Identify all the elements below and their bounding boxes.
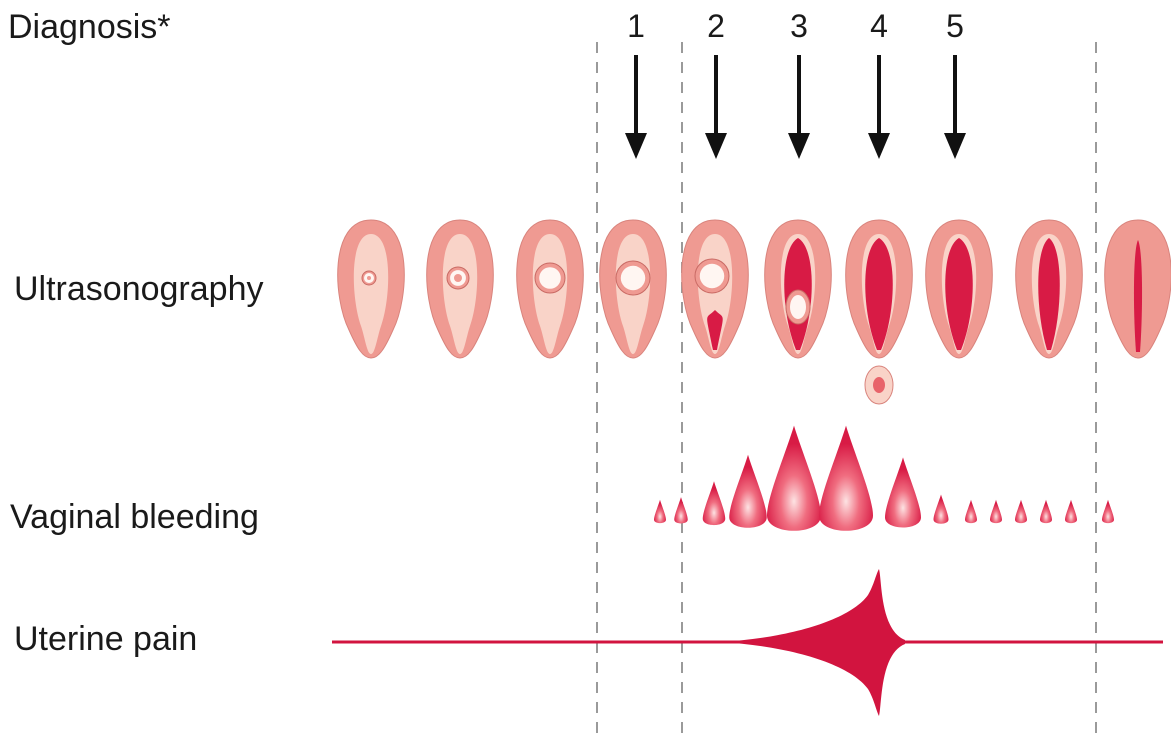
blood-drop-7: [885, 457, 921, 527]
uterus-2: [427, 220, 494, 358]
gestational-embryo: [367, 276, 371, 280]
stage-number-2: 2: [707, 8, 725, 44]
uterus-4: [600, 220, 667, 358]
blood-drop-3: [703, 481, 726, 525]
uterus-9: [1016, 220, 1083, 358]
stage-number-4: 4: [870, 8, 888, 44]
gestational-embryo: [454, 274, 462, 282]
blood-drop-8: [934, 495, 949, 524]
blood-drop-12: [1040, 500, 1052, 523]
stage-arrowhead-4: [868, 133, 890, 159]
uterus-3: [517, 220, 584, 358]
blood-drop-13: [1065, 500, 1077, 523]
blood-drop-1: [654, 500, 666, 523]
stage-number-1: 1: [627, 8, 645, 44]
uterus-1: [338, 220, 405, 358]
blood-drop-11: [1015, 500, 1027, 523]
stage-arrowhead-3: [788, 133, 810, 159]
blood-drop-4: [729, 455, 767, 528]
blood-drop-14: [1102, 500, 1114, 523]
uterine-cavity-line: [1134, 240, 1142, 352]
blood-drop-2: [674, 497, 688, 523]
stage-arrowhead-2: [705, 133, 727, 159]
blood-drop-9: [965, 500, 977, 523]
uterus-6: [765, 220, 832, 358]
stage-arrowhead-5: [944, 133, 966, 159]
stage-arrowhead-1: [625, 133, 647, 159]
uterus-5: [682, 220, 749, 358]
uterus-8: [926, 220, 993, 358]
pain-peak-shape: [720, 569, 905, 716]
stage-number-5: 5: [946, 8, 964, 44]
gestational-sac: [539, 267, 561, 289]
expelled-tissue-core: [873, 377, 885, 393]
blood-drop-10: [990, 500, 1002, 523]
blood-drop-6: [819, 426, 873, 531]
blood-drop-5: [767, 426, 821, 531]
uterus-10: [1105, 220, 1171, 358]
descending-sac: [790, 295, 806, 319]
uterus-7: [846, 220, 913, 404]
gestational-sac: [700, 264, 724, 288]
stage-number-3: 3: [790, 8, 808, 44]
gestational-sac: [621, 266, 645, 290]
